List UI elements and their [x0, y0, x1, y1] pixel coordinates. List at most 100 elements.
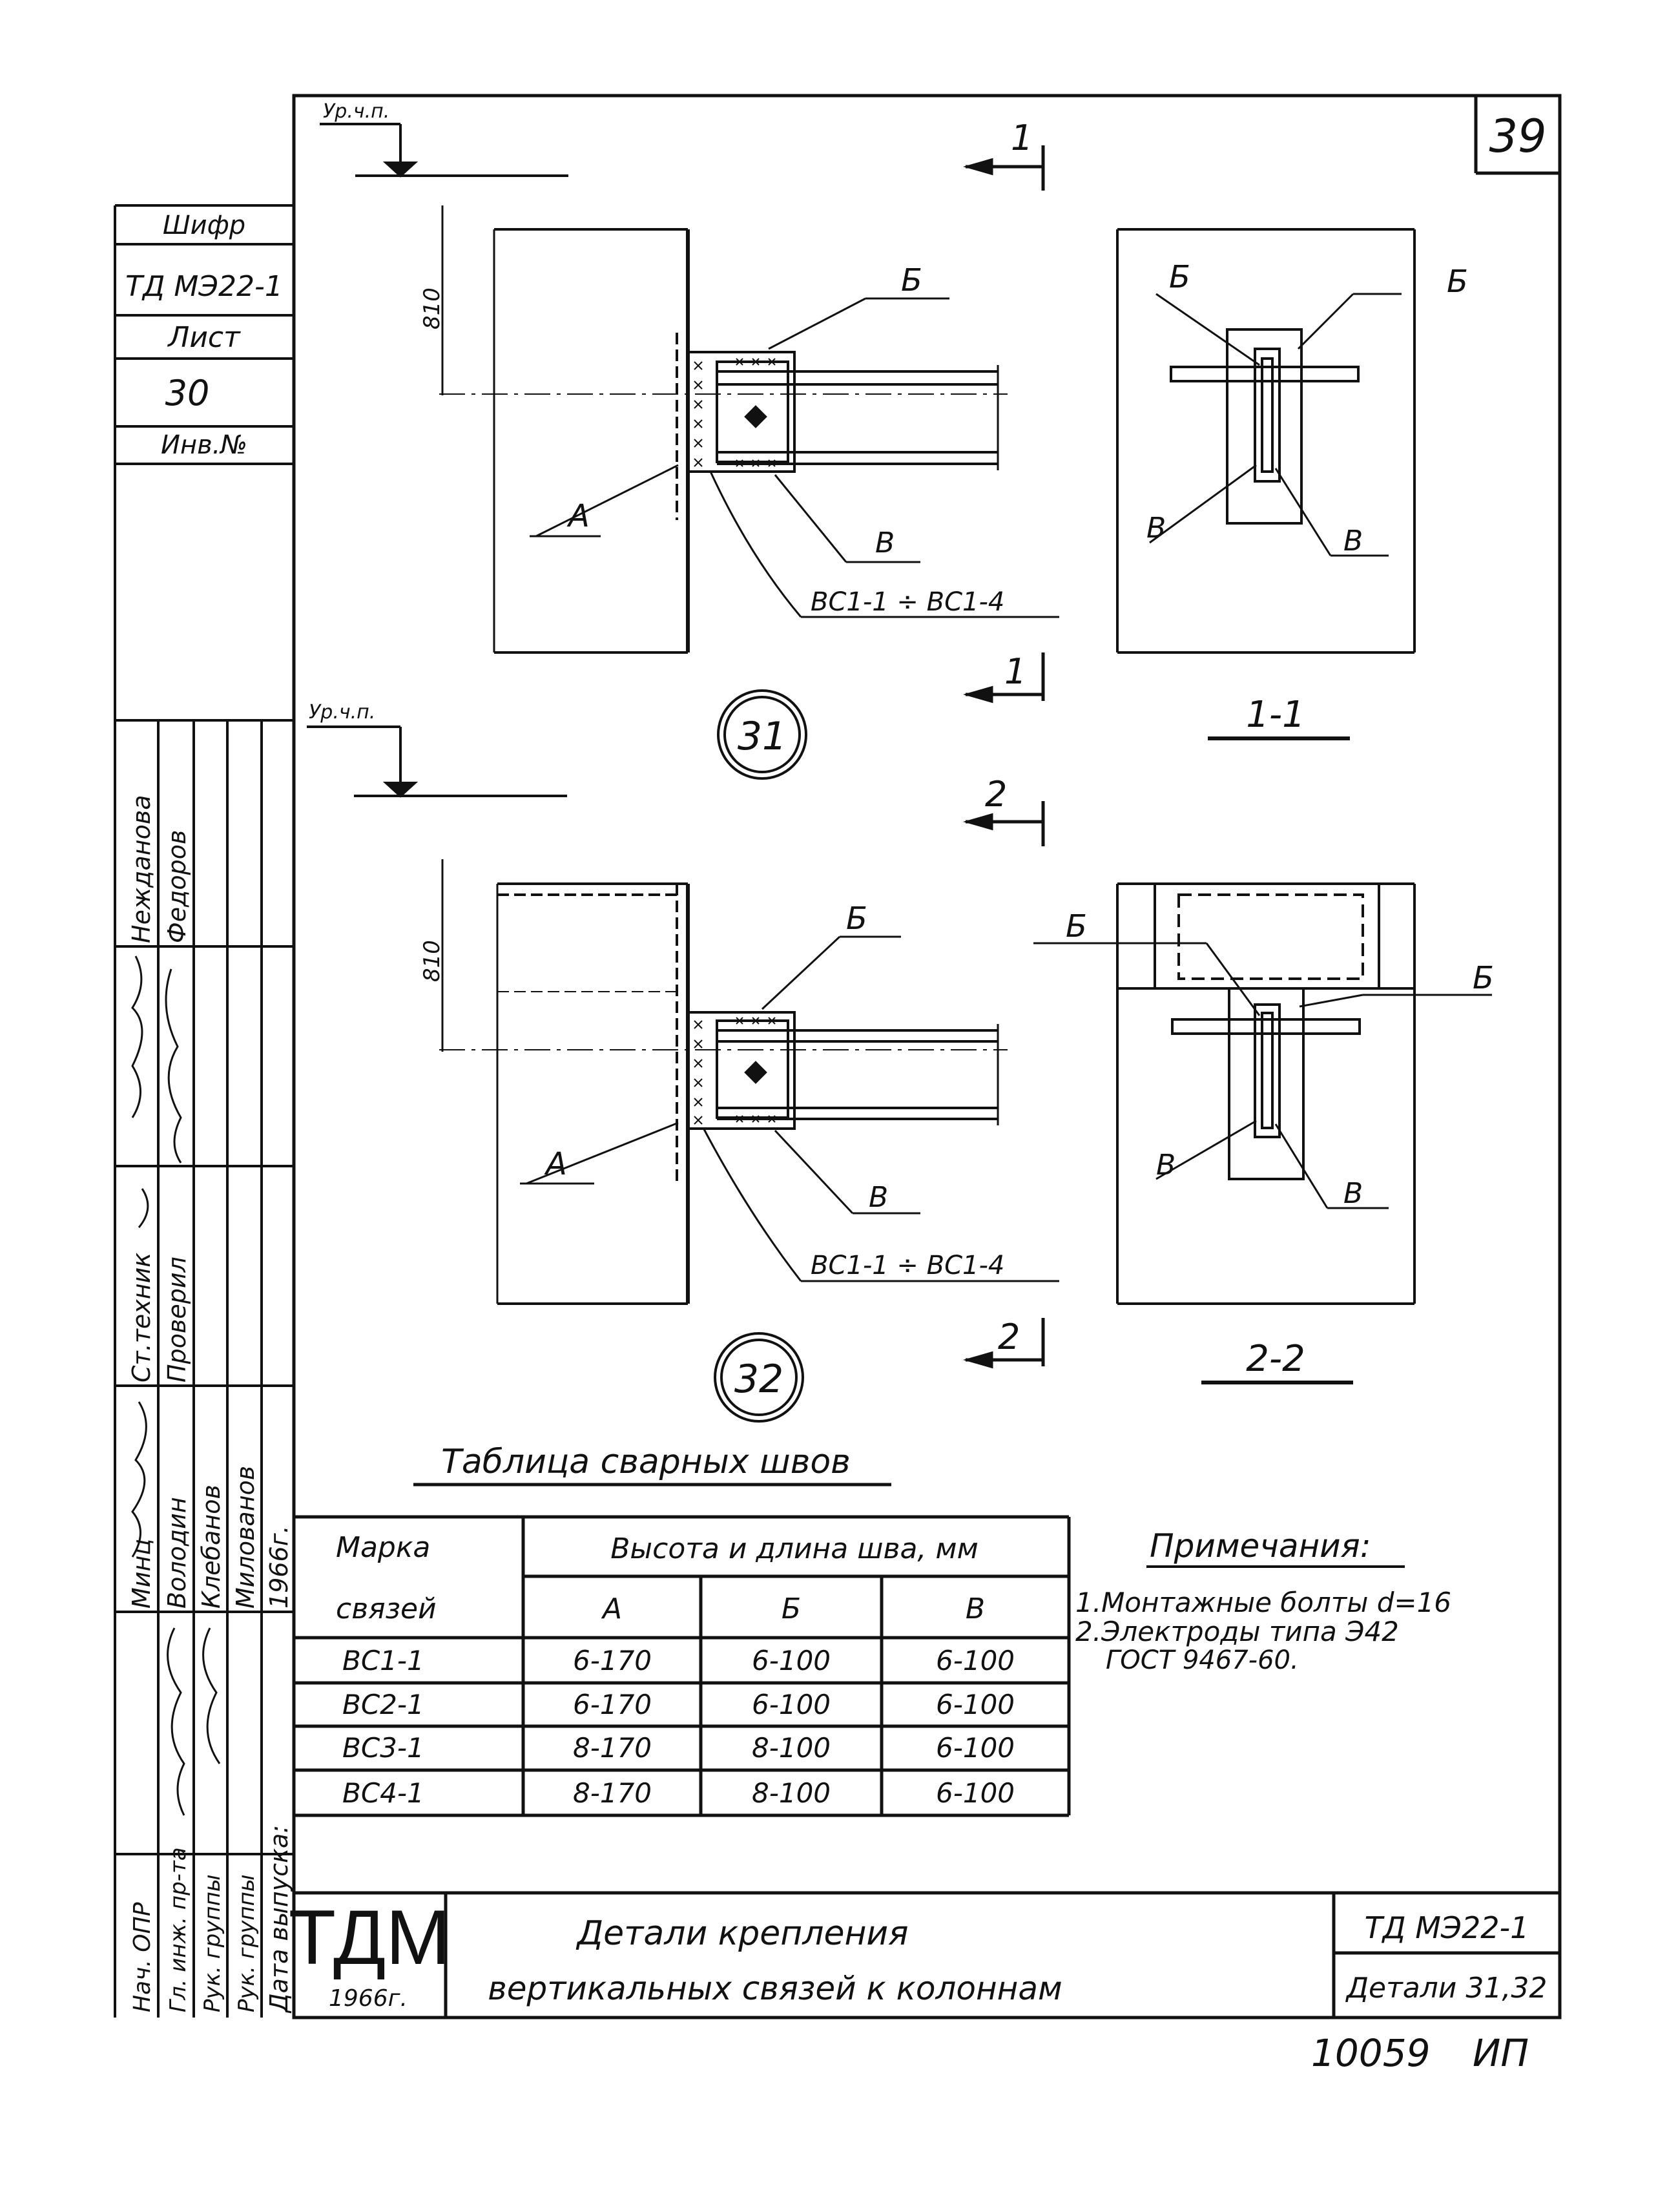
title-block-frame — [294, 1891, 1560, 2018]
level-mark-mid — [307, 725, 567, 798]
section-1-1-title: 1-1 — [1246, 694, 1305, 736]
name-mints: Минц — [127, 1539, 156, 1609]
weld-col-b: Б — [782, 1592, 801, 1625]
weld-row-2-mark: ВС2-1 — [342, 1689, 424, 1720]
title-block-details: Детали 31,32 — [1345, 1972, 1548, 2005]
weld-row-1: ВС1-1 6-170 6-100 6-100 — [342, 1645, 1015, 1676]
detail-31-number: 31 — [738, 714, 787, 759]
section-2-2-label-b-left: Б — [1066, 908, 1087, 944]
weld-col-group: Высота и длина шва, мм — [610, 1532, 979, 1565]
weld-row-4: ВС4-1 8-170 8-100 6-100 — [342, 1777, 1015, 1809]
role-release: Дата выпуска: — [265, 1825, 293, 2014]
page-number: 39 — [1489, 110, 1546, 163]
section-1-marks — [962, 145, 1045, 704]
weld-row-2: ВС2-1 6-170 6-100 6-100 — [342, 1689, 1015, 1720]
section-2-2-title: 2-2 — [1246, 1338, 1305, 1380]
weld-row-3-v: 6-100 — [936, 1732, 1015, 1764]
level-mark-mid-label: Ур.ч.п. — [309, 701, 375, 724]
detail-32-elevation — [439, 859, 1059, 1305]
weld-row-1-v: 6-100 — [936, 1645, 1015, 1676]
weld-row-2-a: 6-170 — [573, 1689, 652, 1720]
detail-32-label-b: Б — [846, 901, 867, 937]
title-block-year: 1966г. — [329, 1985, 408, 2012]
notes-title: Примечания: — [1150, 1527, 1371, 1565]
weld-row-4-b: 8-100 — [752, 1777, 831, 1809]
role-group-2: Рук. группы — [234, 1874, 260, 2012]
weld-row-3-mark: ВС3-1 — [342, 1732, 424, 1764]
code-label: Шифр — [163, 211, 245, 240]
weld-row-2-v: 6-100 — [936, 1689, 1015, 1720]
section-2-marks — [962, 801, 1045, 1369]
weld-row-4-v: 6-100 — [936, 1777, 1015, 1809]
weld-row-3-b: 8-100 — [752, 1732, 831, 1764]
section-1-bottom-label: 1 — [1004, 651, 1026, 692]
section-2-2-label-v-left: В — [1156, 1149, 1176, 1182]
left-strip — [114, 204, 294, 2018]
detail-31-label-v: В — [875, 527, 895, 559]
section-1-1-label-v-left: В — [1146, 512, 1166, 545]
weld-table-title: Таблица сварных швов — [441, 1443, 851, 1481]
document-suffix: ИП — [1473, 2031, 1529, 2075]
weld-col-mark-2: связей — [336, 1592, 437, 1625]
detail-32-number: 32 — [734, 1357, 783, 1402]
weld-row-1-a: 6-170 — [573, 1645, 652, 1676]
title-block-code: ТД МЭ22-1 — [1365, 1910, 1529, 1945]
weld-row-3: ВС3-1 8-170 8-100 6-100 — [342, 1732, 1015, 1764]
name-fedorov: Федоров — [163, 830, 191, 943]
name-milovanov: Милованов — [231, 1466, 260, 1609]
section-2-2-label-v-right: В — [1343, 1177, 1363, 1210]
title-block-title-2: вертикальных связей к колоннам — [488, 1970, 1062, 2007]
weld-row-2-b: 6-100 — [752, 1689, 831, 1720]
weld-row-4-a: 8-170 — [573, 1777, 652, 1809]
weld-row-1-mark: ВС1-1 — [342, 1645, 424, 1676]
section-1-1-view — [1116, 228, 1416, 654]
weld-col-v: В — [966, 1592, 985, 1625]
section-1-top-label: 1 — [1011, 118, 1033, 158]
detail-32-bubble — [714, 1332, 804, 1423]
role-group-1: Рук. группы — [200, 1874, 225, 2012]
section-2-2-view — [1033, 882, 1492, 1305]
title-block-logo: ТДМ — [289, 1894, 451, 1981]
detail-31-bubble — [717, 689, 807, 780]
weld-table-grid — [294, 1515, 1071, 1817]
detail-32-dim-810: 810 — [419, 940, 445, 982]
role-technician: Ст.техник — [127, 1253, 156, 1382]
sheet-frame — [292, 94, 1562, 2019]
detail-31-brace-range: ВС1-1 ÷ ВС1-4 — [811, 587, 1004, 617]
detail-31-label-b: Б — [901, 262, 922, 298]
sheet-value: 30 — [165, 373, 210, 413]
code-value: ТД МЭ22-1 — [125, 270, 283, 303]
release-year: 1966г. — [265, 1525, 293, 1609]
weld-row-1-b: 6-100 — [752, 1645, 831, 1676]
section-2-top-label: 2 — [985, 774, 1007, 815]
role-checked: Проверил — [163, 1257, 191, 1382]
name-volodin: Володин — [163, 1497, 191, 1609]
section-2-2-label-b-right: Б — [1473, 960, 1494, 996]
detail-32-label-v: В — [869, 1181, 888, 1214]
section-1-1-label-v-right: В — [1343, 525, 1363, 558]
note-2: 2.Электроды типа Э42 — [1075, 1616, 1399, 1647]
detail-31-label-a: А — [566, 498, 590, 534]
title-block-title-1: Детали крепления — [575, 1914, 908, 1953]
section-2-bottom-label: 2 — [998, 1317, 1020, 1357]
level-mark-top — [320, 123, 568, 178]
note-3: ГОСТ 9467-60. — [1106, 1645, 1299, 1675]
detail-31-dim-810: 810 — [419, 287, 445, 329]
detail-32-label-a: А — [544, 1146, 567, 1182]
weld-row-4-mark: ВС4-1 — [342, 1777, 424, 1809]
weld-col-a: А — [601, 1592, 622, 1625]
inv-label: Инв.№ — [161, 430, 247, 460]
section-1-1-label-b-left: Б — [1169, 259, 1190, 295]
weld-row-3-a: 8-170 — [573, 1732, 652, 1764]
signatures — [131, 955, 221, 1816]
detail-31-elevation — [439, 205, 1059, 654]
role-nach: Нач. ОПР — [129, 1902, 156, 2012]
name-klebanov: Клебанов — [197, 1485, 225, 1609]
role-chief: Гл. инж. пр-та — [165, 1847, 191, 2012]
sheet-label: Лист — [167, 321, 241, 354]
detail-32-brace-range: ВС1-1 ÷ ВС1-4 — [811, 1251, 1004, 1280]
section-1-1-label-b-right: Б — [1447, 264, 1468, 300]
weld-col-mark-1: Марка — [336, 1531, 430, 1564]
level-mark-top-label: Ур.ч.п. — [323, 100, 389, 123]
